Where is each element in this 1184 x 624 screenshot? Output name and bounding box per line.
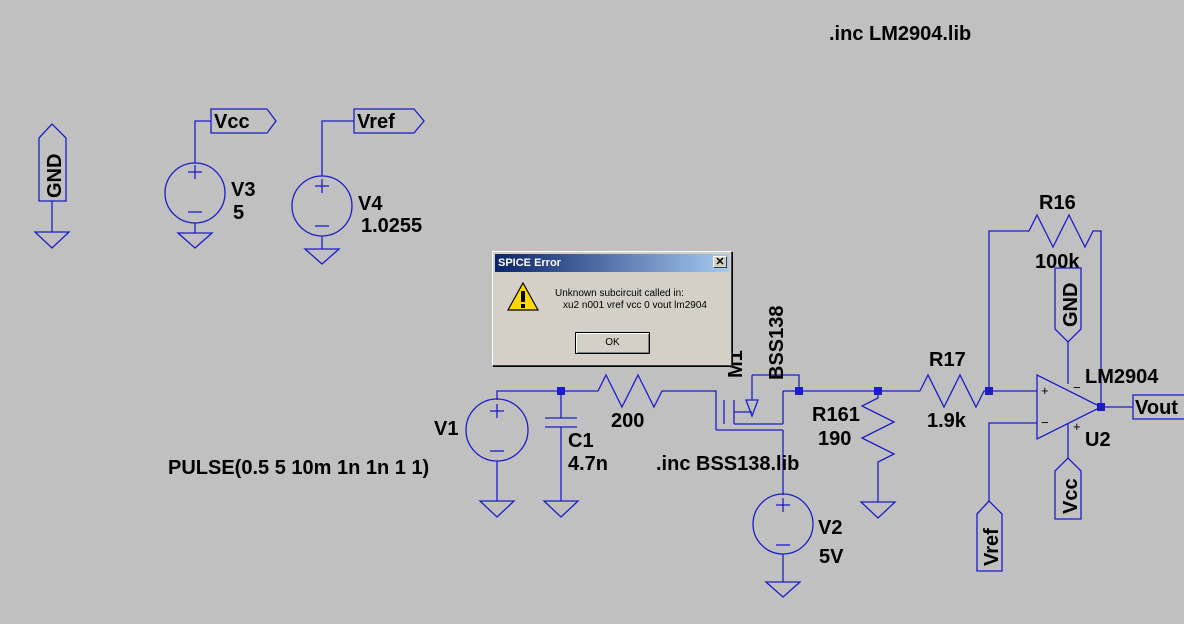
gnd-netlabel-opamp[interactable]: GND [1054,267,1082,384]
spice-error-dialog: SPICE Error ✕ Unknown subcircuit called … [492,251,732,366]
v2-name: V2 [818,517,842,539]
gate-resistor-value: 200 [611,410,644,432]
r17-value: 1.9k [927,410,967,432]
vout-label-text: Vout [1135,397,1178,419]
r17-name: R17 [929,349,966,371]
v3-name: V3 [231,179,255,201]
resistor-gate[interactable]: 200 [561,373,717,432]
vcc-label-opamp-text: Vcc [1060,478,1082,514]
source-v4[interactable]: Vref V4 1.0255 [291,108,425,265]
vcc-netlabel-opamp[interactable]: Vcc [1054,457,1082,520]
v1-value: PULSE(0.5 5 10m 1n 1n 1 1) [168,457,429,479]
resistor-r17[interactable]: R17 1.9k [919,349,1037,432]
u2-value: LM2904 [1085,366,1159,388]
ok-button[interactable]: OK [575,332,650,354]
dialog-message-line2: xu2 n001 vref vcc 0 vout lm2904 [563,300,707,311]
r161-name: R161 [812,404,860,426]
opamp-minus-pin: − [1041,415,1049,430]
v4-value: 1.0255 [361,215,422,237]
gnd-label-opamp-text: GND [1060,283,1082,327]
vcc-label-v3: Vcc [214,111,250,133]
v2-value: 5V [819,546,844,568]
v1-name: V1 [434,418,458,440]
u2-name: U2 [1085,429,1111,451]
vref-label-v4: Vref [357,111,395,133]
r16-value: 100k [1035,251,1080,273]
dialog-message: Unknown subcircuit called in: xu2 n001 v… [555,288,727,312]
source-v2[interactable]: V2 5V [752,493,844,598]
gnd-label-text: GND [44,154,66,198]
dialog-titlebar[interactable]: SPICE Error ✕ [495,254,729,272]
vref-netlabel-opamp[interactable]: Vref [976,500,1003,572]
dialog-message-line1: Unknown subcircuit called in: [555,288,684,299]
opamp-vminus-pin: − [1073,380,1081,395]
dialog-title: SPICE Error [498,257,561,269]
lm2904-include-directive[interactable]: .inc LM2904.lib [829,23,971,45]
c1-value: 4.7n [568,453,608,475]
close-icon[interactable]: ✕ [713,256,727,268]
junction-drain [795,387,803,395]
vref-label-opamp-text: Vref [981,528,1003,566]
source-v1[interactable]: V1 PULSE(0.5 5 10m 1n 1n 1 1) [168,390,561,518]
r16-name: R16 [1039,192,1076,214]
source-v3[interactable]: Vcc V3 5 [164,108,277,249]
opamp-u2[interactable]: + − − + LM2904 U2 [988,366,1159,501]
m1-value: BSS138 [766,306,788,381]
c1-name: C1 [568,430,594,452]
r161-value: 190 [818,428,851,450]
v3-value: 5 [233,202,244,224]
opamp-vplus-pin: + [1073,419,1081,434]
gnd-netlabel[interactable]: GND [33,123,71,249]
vout-netlabel[interactable]: Vout [1132,394,1184,420]
v4-name: V4 [358,193,383,215]
opamp-plus-pin: + [1041,383,1049,398]
capacitor-c1[interactable]: C1 4.7n [542,387,608,518]
resistor-r161[interactable]: R161 190 [812,391,897,519]
bss138-include-directive[interactable]: .inc BSS138.lib [656,453,799,475]
warning-icon [506,281,540,317]
